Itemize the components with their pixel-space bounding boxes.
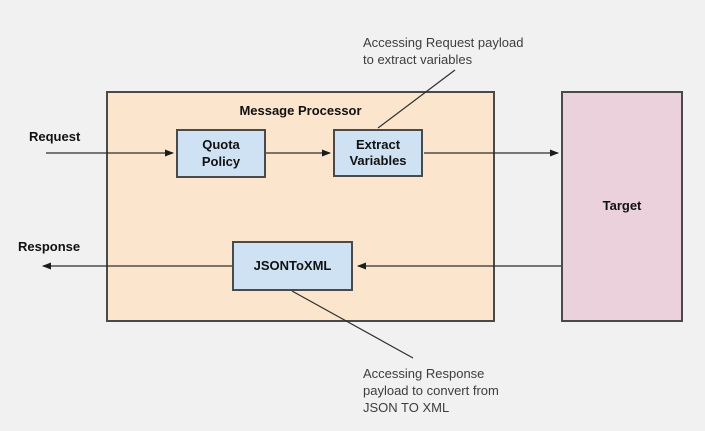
- node-jsontoxml-label: JSONToXML: [253, 257, 332, 273]
- node-quota-policy: Quota Policy: [176, 129, 266, 178]
- message-processor-label: Message Processor: [239, 103, 362, 118]
- node-extract-variables: Extract Variables: [333, 129, 423, 177]
- node-extract-variables-label: Extract Variables: [349, 136, 407, 168]
- response-label: Response: [18, 239, 81, 254]
- node-target-label: Target: [602, 198, 642, 214]
- node-target: Target: [561, 91, 683, 322]
- callout-line-request-annotation: [377, 69, 456, 129]
- response-payload-annotation: Accessing Response payload to convert fr…: [363, 366, 499, 415]
- node-jsontoxml: JSONToXML: [232, 241, 353, 291]
- callout-line-response-annotation: [291, 290, 414, 359]
- request-payload-annotation: Accessing Request payload to extract var…: [363, 35, 524, 67]
- node-quota-policy-label: Quota Policy: [201, 137, 241, 169]
- request-label: Request: [29, 129, 81, 144]
